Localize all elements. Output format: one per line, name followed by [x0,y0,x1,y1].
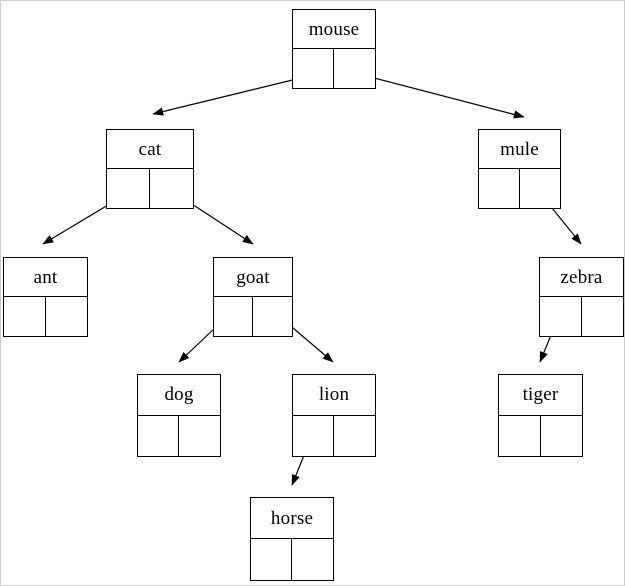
node-label-mouse: mouse [293,10,375,49]
node-right-pointer-mule[interactable] [520,169,561,208]
node-right-pointer-horse[interactable] [292,539,333,580]
tree-node-ant[interactable]: ant [3,257,88,337]
node-label-goat: goat [214,258,292,297]
tree-edge-mouse-to-cat [152,74,314,116]
node-label-ant: ant [4,258,87,297]
node-pointer-cells-goat [214,297,292,336]
tree-node-mule[interactable]: mule [478,129,561,209]
tree-node-lion[interactable]: lion [292,374,376,457]
tree-edge-mouse-to-mule [354,72,525,119]
node-pointer-cells-ant [4,297,87,336]
node-pointer-cells-mule [479,169,560,208]
node-left-pointer-goat[interactable] [214,297,253,336]
tree-node-horse[interactable]: horse [250,497,334,581]
node-left-pointer-lion[interactable] [293,415,334,456]
node-label-dog: dog [138,375,220,416]
node-right-pointer-ant[interactable] [46,297,88,336]
node-label-mule: mule [479,130,560,169]
node-left-pointer-cat[interactable] [107,169,150,208]
node-left-pointer-zebra[interactable] [540,297,582,336]
node-right-pointer-lion[interactable] [334,416,375,457]
node-left-pointer-mouse[interactable] [293,49,334,88]
node-left-pointer-mule[interactable] [479,169,520,208]
node-pointer-cells-dog [138,415,220,457]
node-left-pointer-dog[interactable] [138,415,179,456]
tree-node-zebra[interactable]: zebra [539,257,624,337]
node-pointer-cells-tiger [499,415,583,457]
tree-node-mouse[interactable]: mouse [292,9,376,89]
node-label-horse: horse [251,498,333,539]
tree-node-tiger[interactable]: tiger [498,374,583,457]
tree-node-dog[interactable]: dog [137,374,221,457]
node-right-pointer-cat[interactable] [150,169,193,208]
node-label-zebra: zebra [540,258,623,297]
node-label-tiger: tiger [499,375,582,416]
node-right-pointer-zebra[interactable] [582,297,624,336]
node-right-pointer-goat[interactable] [253,297,292,336]
node-label-lion: lion [293,375,375,416]
node-right-pointer-tiger[interactable] [541,416,583,457]
tree-node-goat[interactable]: goat [213,257,293,337]
node-pointer-cells-mouse [293,49,375,88]
node-left-pointer-tiger[interactable] [499,415,541,456]
node-pointer-cells-zebra [540,297,623,336]
node-left-pointer-horse[interactable] [251,539,292,580]
node-pointer-cells-lion [293,415,375,457]
tree-node-cat[interactable]: cat [106,129,194,209]
node-right-pointer-mouse[interactable] [334,49,375,88]
node-right-pointer-dog[interactable] [179,416,220,457]
node-pointer-cells-cat [107,169,193,208]
node-label-cat: cat [107,130,193,169]
node-pointer-cells-horse [251,539,333,580]
node-left-pointer-ant[interactable] [4,297,46,336]
